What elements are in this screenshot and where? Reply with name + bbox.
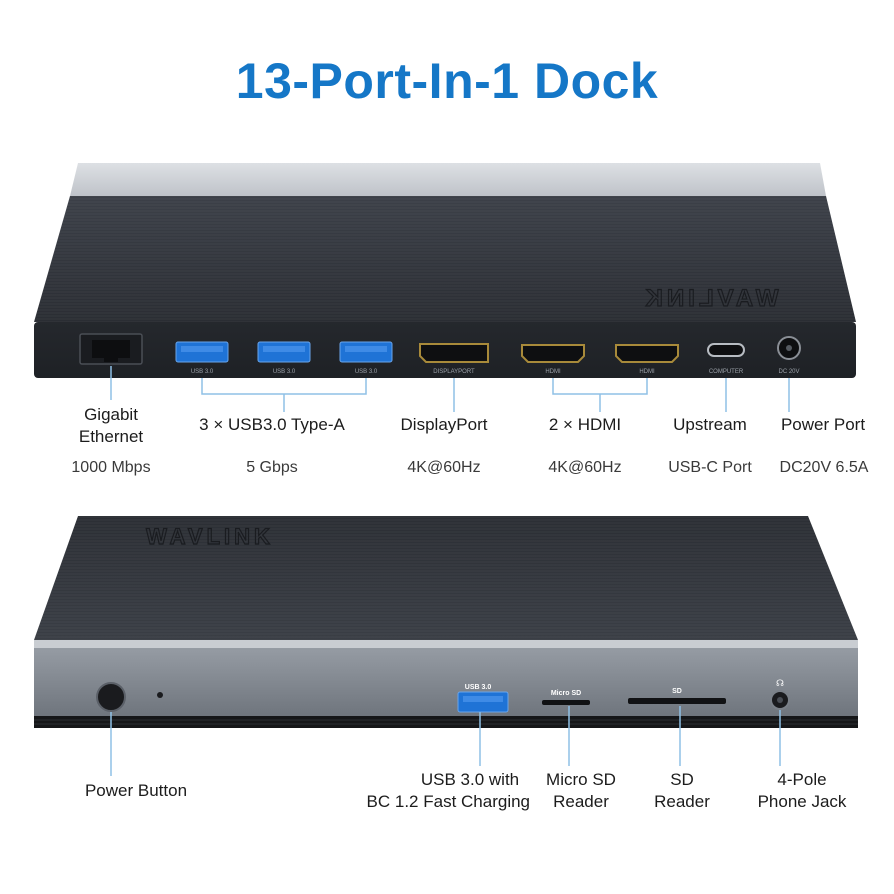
callout-label2-microsd: Reader: [553, 792, 609, 811]
usb-a-port-icon: [175, 341, 229, 363]
microsd-slot-icon: [542, 700, 590, 705]
led-indicator: [157, 692, 163, 698]
callout-spec-hdmi: 4K@60Hz: [548, 459, 622, 476]
callout-label-displayport: DisplayPort: [400, 415, 488, 434]
ethernet-port-icon: [79, 333, 143, 365]
callout-label-ethernet: Gigabit Ethernet: [78, 405, 144, 446]
usb-fast-charge-port-icon: [457, 691, 509, 713]
usb-a-port-icon: [339, 341, 393, 363]
callout-spec-ethernet: 1000 Mbps: [71, 459, 151, 476]
hdmi2-print: HDMI: [639, 369, 655, 375]
callout-label2-phone-jack: Phone Jack: [757, 792, 847, 811]
vent-strip: [34, 716, 858, 728]
sd-print: SD: [672, 688, 682, 695]
usb2-print: USB 3.0: [273, 369, 296, 375]
callout-spec-usb-a: 5 Gbps: [246, 459, 298, 476]
page-title: 13-Port-In-1 Dock: [235, 53, 659, 109]
displayport-print: DISPLAYPORT: [433, 369, 475, 375]
callout-label-hdmi: 2 × HDMI: [548, 415, 622, 434]
callout-label-usb-a: 3 × USB3.0 Type-A: [199, 415, 345, 434]
phone-jack-icon: [770, 690, 790, 710]
callout-label-phone-jack: 4-Pole: [777, 770, 827, 789]
displayport-port-icon: [419, 343, 489, 363]
usb1-print: USB 3.0: [191, 369, 214, 375]
callout-spec-displayport: 4K@60Hz: [407, 459, 481, 476]
callout-label-power-button: Power Button: [84, 781, 188, 800]
hdmi1-print: HDMI: [545, 369, 561, 375]
callout-label-sd: SD: [670, 770, 694, 789]
power-button-icon: [96, 682, 126, 712]
callout-spec-upstream: USB-C Port: [668, 459, 752, 476]
callout-label-upstream: Upstream: [673, 415, 747, 434]
usb-a-port-icon: [257, 341, 311, 363]
callout-label2-usb-fast: BC 1.2 Fast Charging: [366, 792, 530, 811]
usb3-print: USB 3.0: [355, 369, 378, 375]
callout-spec-power-port: DC20V 6.5A: [779, 459, 869, 476]
brand-logo-mirrored: WAVLINK: [642, 285, 779, 312]
hdmi-port-icon: [521, 344, 585, 363]
microsd-print: Micro SD: [551, 690, 581, 697]
hdmi-port-icon: [615, 344, 679, 363]
callout-label-power-port: Power Port: [780, 415, 866, 434]
callout-label-usb-fast: USB 3.0 with: [420, 770, 520, 789]
callout-label-microsd: Micro SD: [546, 770, 616, 789]
callout-label2-sd: Reader: [654, 792, 710, 811]
sd-slot-icon: [628, 698, 726, 704]
usb-c-port-icon: [707, 343, 745, 357]
usb-fast-print: USB 3.0: [465, 684, 492, 691]
brand-logo: WAVLINK: [146, 524, 274, 549]
headset-icon: ☊: [776, 679, 784, 689]
rear-dock-trim: [70, 163, 826, 196]
dc-power-jack-icon: [777, 336, 801, 360]
front-dock-trim: [34, 640, 858, 716]
computer-print: COMPUTER: [709, 369, 744, 375]
dc-print: DC 20V: [778, 369, 799, 375]
